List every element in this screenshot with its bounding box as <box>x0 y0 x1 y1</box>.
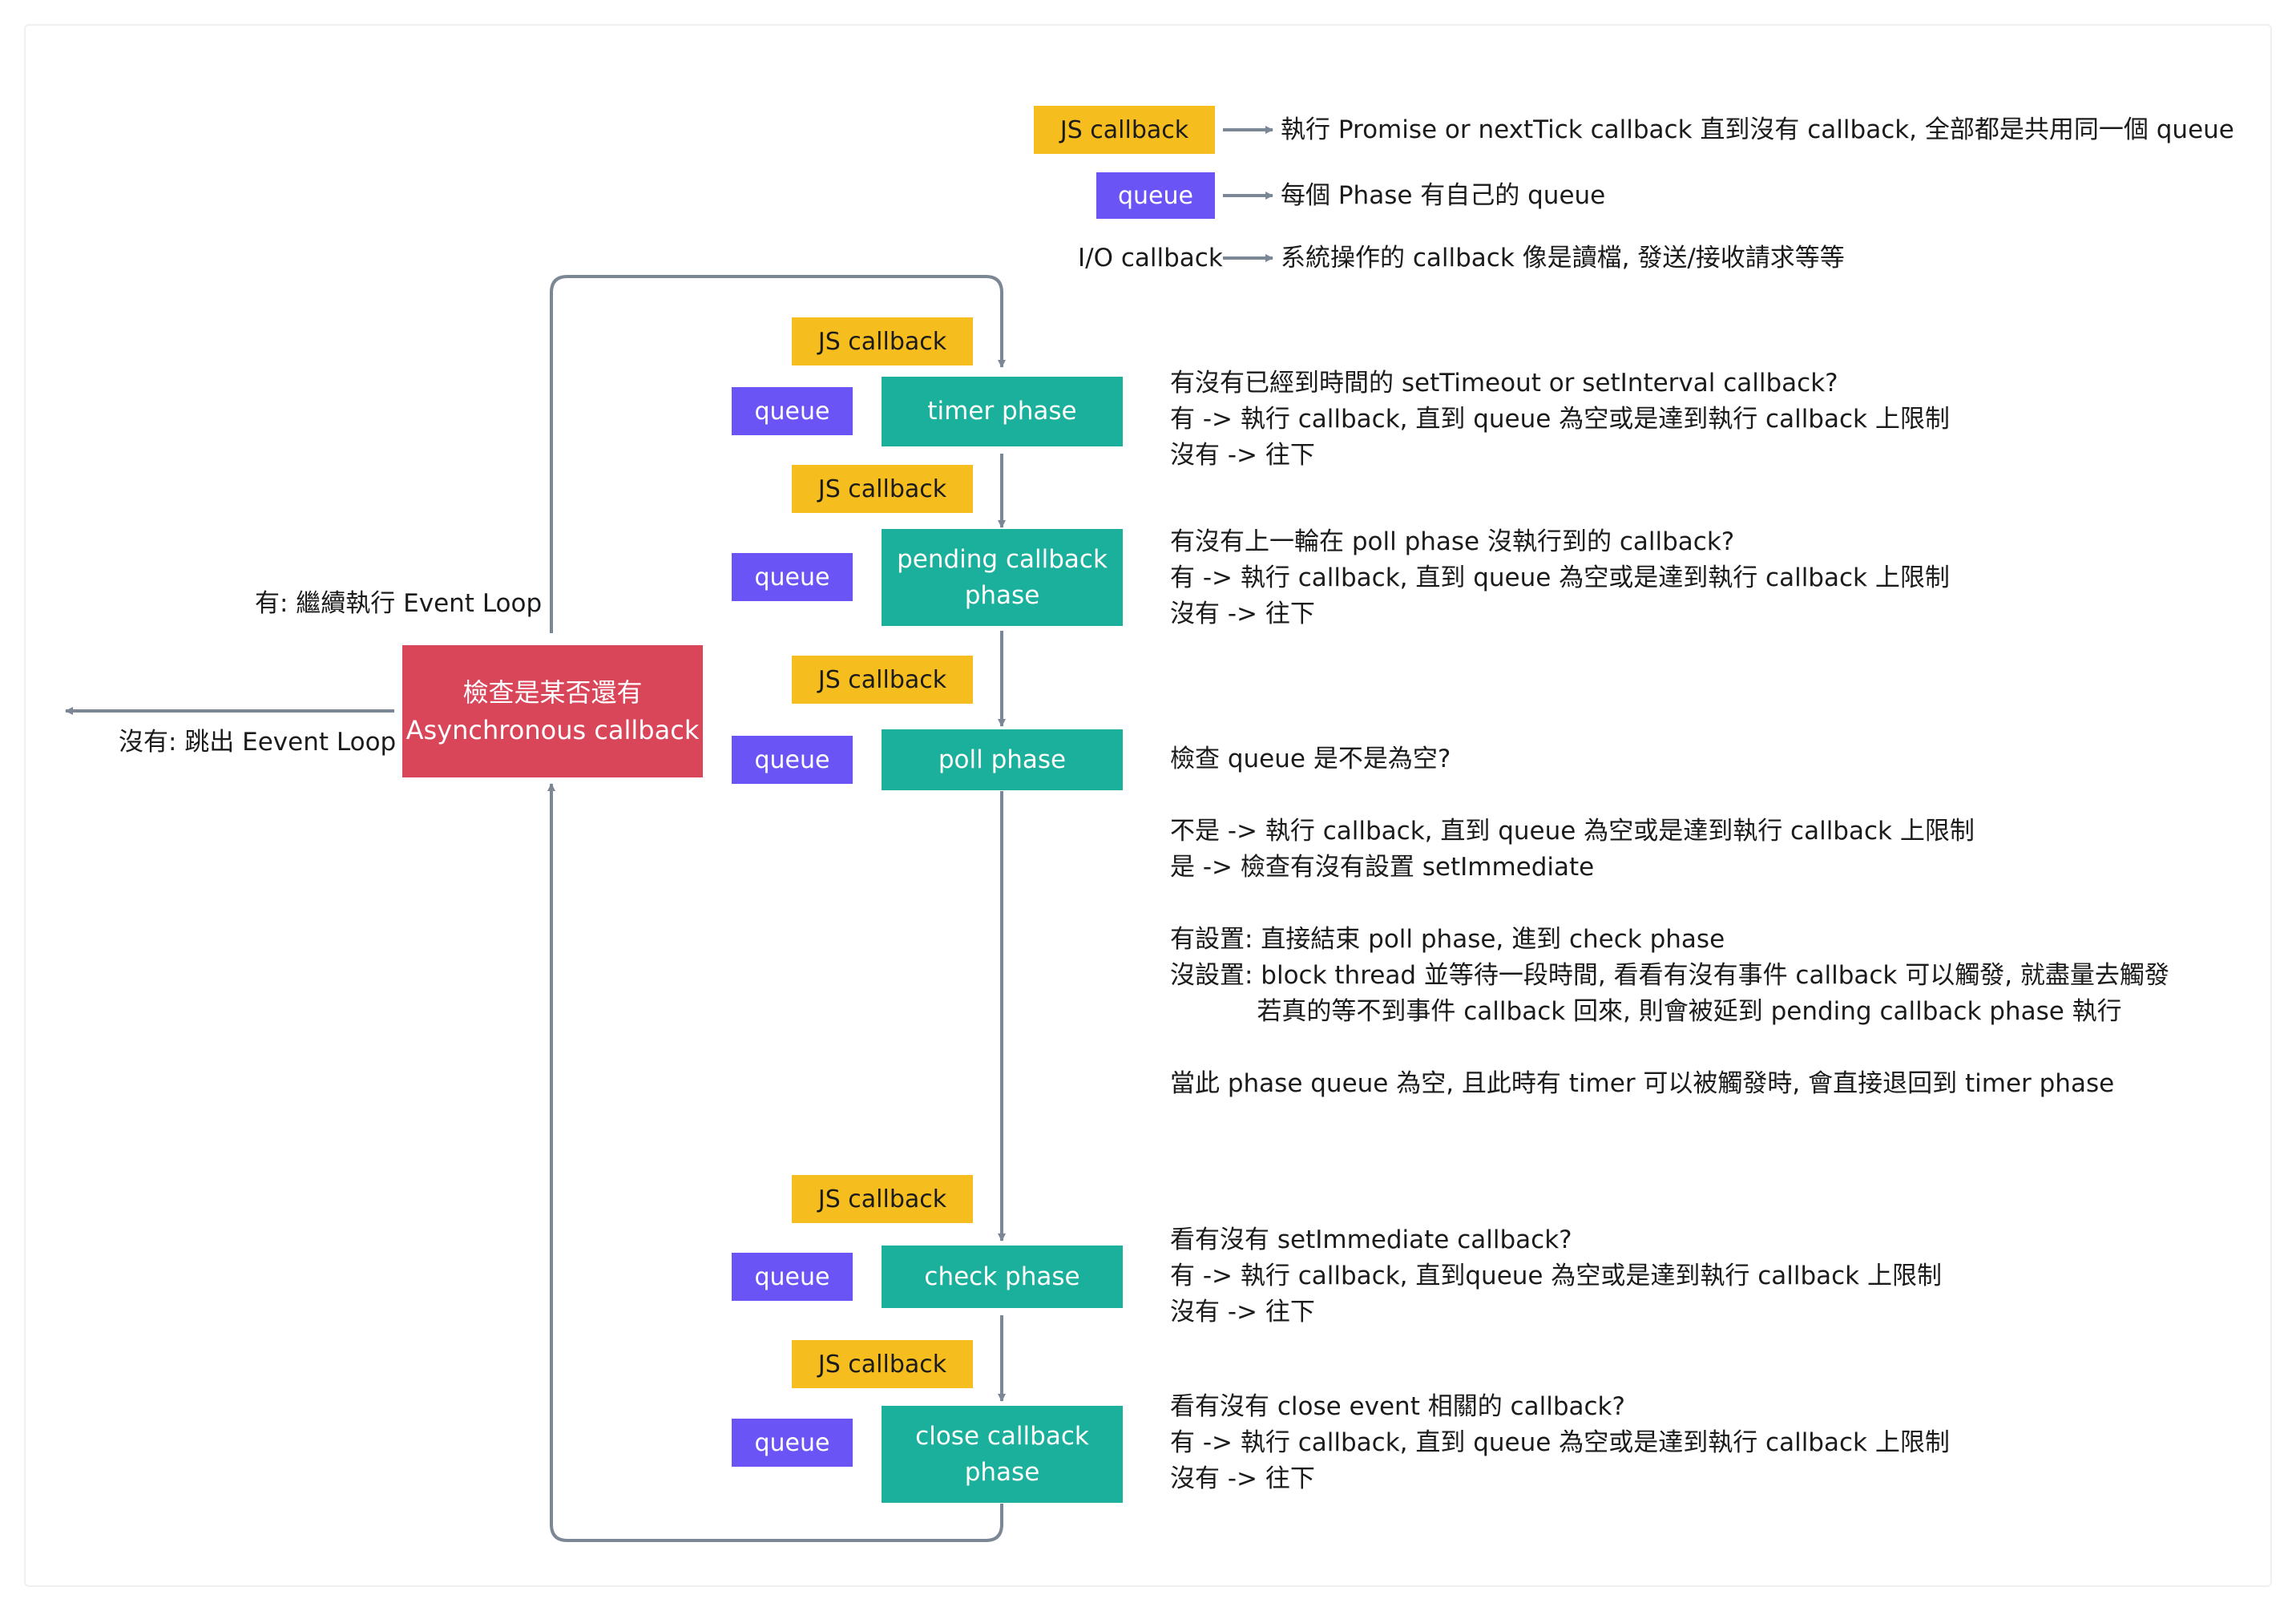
close-js-callback-badge: JS callback <box>792 1340 973 1388</box>
loop-arrow-top <box>550 275 1006 633</box>
pending-js-callback-badge: JS callback <box>792 465 973 513</box>
legend-io-callback-label: I/O callback <box>1078 244 1223 273</box>
check-phase-node: check phase <box>882 1246 1123 1308</box>
async-callback-check-node: 檢查是某否還有 Asynchronous callback <box>402 645 703 777</box>
timer-queue-badge: queue <box>732 387 853 435</box>
poll-phase-node: poll phase <box>882 729 1123 790</box>
check-phase-description: 看有沒有 setImmediate callback? 有 -> 執行 call… <box>1170 1225 1942 1326</box>
diagram-frame <box>24 24 2272 1587</box>
timer-phase-description: 有沒有已經到時間的 setTimeout or setInterval call… <box>1170 369 1950 470</box>
pending-queue-badge: queue <box>732 553 853 601</box>
poll-phase-description: 檢查 queue 是不是為空? 不是 -> 執行 callback, 直到 qu… <box>1170 745 2169 1098</box>
check-queue-badge: queue <box>732 1253 853 1301</box>
loop-arrow-bottom <box>547 783 1003 1542</box>
timer-phase-node: timer phase <box>882 377 1123 446</box>
check-js-callback-badge: JS callback <box>792 1175 973 1223</box>
legend-js-callback-description: 執行 Promise or nextTick callback 直到沒有 cal… <box>1281 115 2234 144</box>
close-queue-badge: queue <box>732 1419 853 1467</box>
legend-io-callback-description: 系統操作的 callback 像是讀檔, 發送/接收請求等等 <box>1281 244 1845 273</box>
poll-queue-badge: queue <box>732 736 853 784</box>
pending-callback-phase-node: pending callback phase <box>882 529 1123 626</box>
legend-queue-description: 每個 Phase 有自己的 queue <box>1281 181 1606 210</box>
pending-phase-description: 有沒有上一輪在 poll phase 沒執行到的 callback? 有 -> … <box>1170 527 1950 628</box>
exit-loop-label: 沒有: 跳出 Eevent Loop <box>119 728 397 757</box>
legend-queue-badge: queue <box>1096 172 1215 219</box>
poll-js-callback-badge: JS callback <box>792 656 973 704</box>
close-callback-phase-node: close callback phase <box>882 1406 1123 1503</box>
legend-js-callback-badge: JS callback <box>1034 106 1215 154</box>
timer-js-callback-badge: JS callback <box>792 317 973 365</box>
close-phase-description: 看有沒有 close event 相關的 callback? 有 -> 執行 c… <box>1170 1392 1950 1493</box>
continue-loop-label: 有: 繼續執行 Event Loop <box>255 589 543 618</box>
